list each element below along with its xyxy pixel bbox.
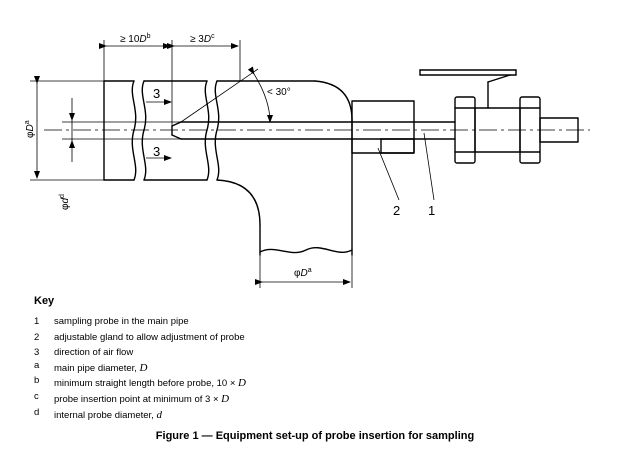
key-text: minimum straight length before probe, 10… xyxy=(54,377,246,390)
adjustable-gland xyxy=(351,100,415,154)
key-text: direction of air flow xyxy=(54,347,134,359)
key-symbol: a xyxy=(34,359,40,371)
key-symbol: b xyxy=(34,375,40,387)
straight-length-label: ≥ 10Db xyxy=(120,33,151,45)
main-pipe-inlet xyxy=(103,80,220,181)
key-symbol: 2 xyxy=(34,331,40,343)
flow-arrows xyxy=(146,99,172,161)
key-text: main pipe diameter, D xyxy=(54,361,148,374)
key-text: adjustable gland to allow adjustment of … xyxy=(54,331,245,343)
flow-callout-lower: 3 xyxy=(153,144,160,159)
main-pipe-diameter-label-left: φDa xyxy=(24,120,36,138)
dimension-lines-top xyxy=(99,40,241,126)
angle-indicator xyxy=(180,66,273,123)
key-text: internal probe diameter, d xyxy=(54,408,162,421)
probe-diameter-label: φdd xyxy=(59,194,71,210)
dimension-lines-bottom xyxy=(255,255,353,288)
dimension-lines-left xyxy=(30,76,181,181)
figure-caption: Figure 1 — Equipment set-up of probe ins… xyxy=(155,430,475,442)
key-text: sampling probe in the main pipe xyxy=(54,316,189,327)
key-title: Key xyxy=(34,295,55,307)
main-pipe-diameter-label-bottom: φDa xyxy=(294,267,312,279)
valve-assembly xyxy=(419,69,579,164)
probe-callout: 1 xyxy=(428,203,435,218)
sampling-probe xyxy=(171,121,456,140)
key-symbol: d xyxy=(34,406,40,418)
key-symbol: 1 xyxy=(34,316,40,327)
key-symbol: 3 xyxy=(34,347,40,359)
key-text: probe insertion point at minimum of 3 × … xyxy=(54,392,230,405)
insertion-point-label: ≥ 3Dc xyxy=(190,33,215,45)
equipment-diagram: ≥ 10Db ≥ 3Dc < 30° φDa φdd φDa 3 3 2 1 xyxy=(24,33,590,288)
flow-callout-upper: 3 xyxy=(153,86,160,101)
key-symbol: c xyxy=(34,390,39,402)
pipe-elbow xyxy=(216,80,353,256)
gland-callout: 2 xyxy=(393,203,400,218)
angle-label: < 30° xyxy=(267,87,291,98)
leader-lines xyxy=(377,132,435,201)
